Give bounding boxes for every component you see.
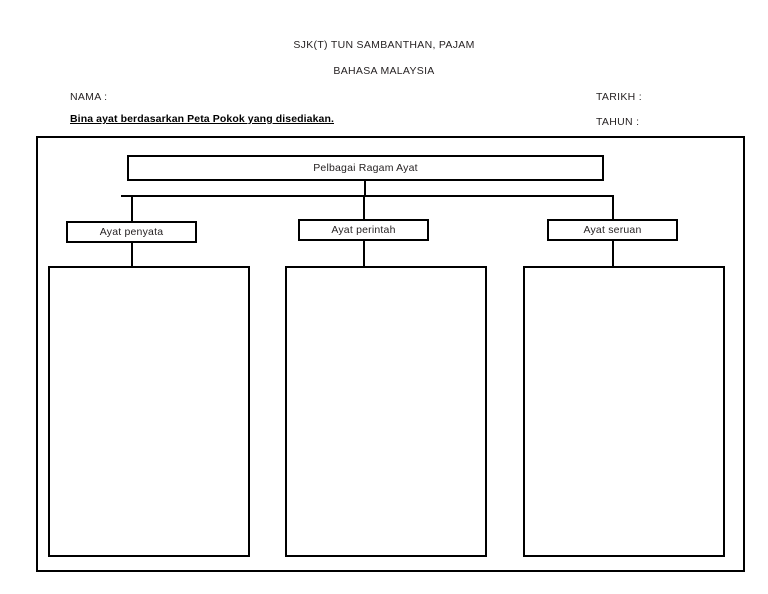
connector-tail-branch-3	[612, 241, 614, 267]
connector-tail-branch-2	[363, 241, 365, 267]
tahun-field-label: TAHUN :	[596, 116, 640, 128]
school-name: SJK(T) TUN SAMBANTHAN, PAJAM	[293, 39, 475, 51]
connector-tail-branch-1	[131, 243, 133, 267]
subject-title: BAHASA MALAYSIA	[333, 65, 435, 77]
tree-branch-node-1: Ayat penyata	[66, 221, 197, 243]
connector-drop-branch-1	[131, 195, 133, 222]
instruction-text: Bina ayat berdasarkan Peta Pokok yang di…	[70, 113, 335, 125]
answer-box-ayat-penyata[interactable]	[48, 266, 250, 557]
connector-drop-branch-2	[363, 195, 365, 220]
answer-box-ayat-seruan[interactable]	[523, 266, 725, 557]
tarikh-field-label: TARIKH :	[596, 91, 642, 103]
tree-branch-node-2: Ayat perintah	[298, 219, 429, 241]
tree-root-node: Pelbagai Ragam Ayat	[127, 155, 604, 181]
connector-drop-branch-3	[612, 195, 614, 220]
connector-root-stem	[364, 181, 366, 197]
answer-box-ayat-perintah[interactable]	[285, 266, 487, 557]
tree-branch-node-3: Ayat seruan	[547, 219, 678, 241]
nama-field-label: NAMA :	[70, 91, 108, 103]
connector-horizontal-bus	[121, 195, 613, 197]
